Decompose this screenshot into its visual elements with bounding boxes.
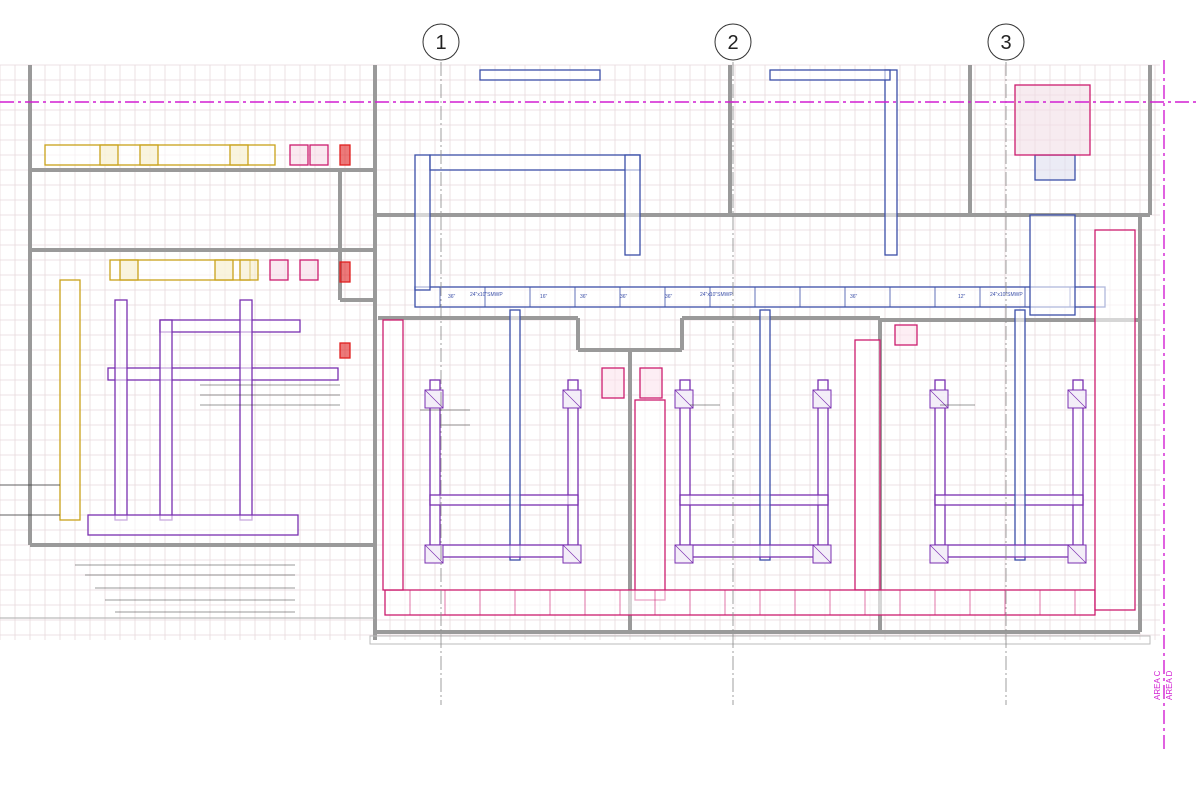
- duct-label: 36": [665, 294, 673, 300]
- transfer-duct: [239, 299, 253, 521]
- exhaust-grille: [894, 324, 918, 346]
- duct-label: 36": [580, 294, 588, 300]
- exhaust-duct: [384, 589, 1096, 616]
- diffuser-mark: [424, 389, 444, 409]
- fire-damper: [339, 261, 351, 283]
- grid-bubble-3: 3: [987, 23, 1025, 61]
- supply-branch-duct: [624, 154, 641, 256]
- return-box: [229, 144, 249, 166]
- fire-damper: [339, 342, 351, 359]
- diffuser-mark: [929, 544, 949, 564]
- diffuser-mark: [562, 389, 582, 409]
- transfer-duct: [114, 299, 128, 521]
- room-duct: [934, 494, 1084, 506]
- transfer-duct: [87, 514, 299, 536]
- diffuser-mark: [1067, 544, 1087, 564]
- exhaust-duct: [382, 319, 404, 591]
- supply-riser-duct: [414, 154, 431, 291]
- grid-bubble-2: 2: [714, 23, 752, 61]
- area-c-label: AREA C: [1153, 670, 1162, 700]
- diffuser-mark: [812, 544, 832, 564]
- svg-text:2: 2: [727, 32, 738, 54]
- exhaust-duct: [854, 339, 881, 591]
- duct-label: 12": [958, 294, 966, 300]
- return-duct: [59, 279, 81, 521]
- transfer-duct: [159, 319, 301, 333]
- duct-size-labels: 36" 24"x10"SMWP 16" 36" 36" 36" 24"x10"S…: [448, 292, 1023, 300]
- exhaust-grille: [639, 367, 663, 399]
- diffuser-mark: [812, 389, 832, 409]
- room-duct: [934, 544, 1084, 558]
- diffuser-mark: [562, 544, 582, 564]
- vav-box: [1034, 154, 1076, 181]
- return-box: [214, 259, 234, 281]
- exhaust-box: [299, 259, 319, 281]
- exhaust-box: [309, 144, 329, 166]
- room-duct: [509, 309, 521, 561]
- room-duct: [1014, 309, 1026, 561]
- supply-duct: [769, 69, 891, 81]
- room-duct: [759, 309, 771, 561]
- duct-label: 36": [448, 294, 456, 300]
- exhaust-grille: [601, 367, 625, 399]
- duct-label: 24"x10"SMWP: [700, 292, 733, 298]
- room-duct: [679, 544, 829, 558]
- duct-label: 24"x10"SMWP: [990, 292, 1023, 298]
- transfer-duct: [159, 319, 173, 521]
- duct-label: 16": [540, 294, 548, 300]
- room-duct: [429, 494, 579, 506]
- exhaust-duct: [1094, 229, 1136, 611]
- svg-text:3: 3: [1000, 32, 1011, 54]
- room-duct: [679, 494, 829, 506]
- supply-duct: [479, 69, 601, 81]
- return-box: [139, 144, 159, 166]
- fire-damper: [339, 144, 351, 166]
- exhaust-box: [269, 259, 289, 281]
- exterior-wall: [369, 635, 1151, 645]
- air-handler: [1029, 214, 1076, 316]
- diffuser-mark: [674, 544, 694, 564]
- duct-label: 36": [620, 294, 628, 300]
- area-d-label: AREA D: [1165, 670, 1174, 700]
- column-grid-lines: [0, 60, 1200, 750]
- supply-branch-duct: [429, 154, 641, 171]
- svg-text:1: 1: [435, 32, 446, 54]
- exhaust-box: [289, 144, 309, 166]
- diffuser-mark: [1067, 389, 1087, 409]
- grid-bubble-1: 1: [422, 23, 460, 61]
- return-box: [99, 144, 119, 166]
- room-duct: [429, 544, 579, 558]
- duct-label: 24"x10"SMWP: [470, 292, 503, 298]
- ductwork: [44, 69, 1136, 616]
- supply-branch-duct: [884, 69, 898, 256]
- return-box: [119, 259, 139, 281]
- exhaust-duct: [634, 399, 666, 601]
- duct-label: 36": [850, 294, 858, 300]
- return-box: [239, 259, 259, 281]
- diffuser-mark: [424, 544, 444, 564]
- dimension-lines: [0, 384, 975, 619]
- transfer-duct: [107, 367, 339, 381]
- exhaust-unit: [1014, 84, 1091, 156]
